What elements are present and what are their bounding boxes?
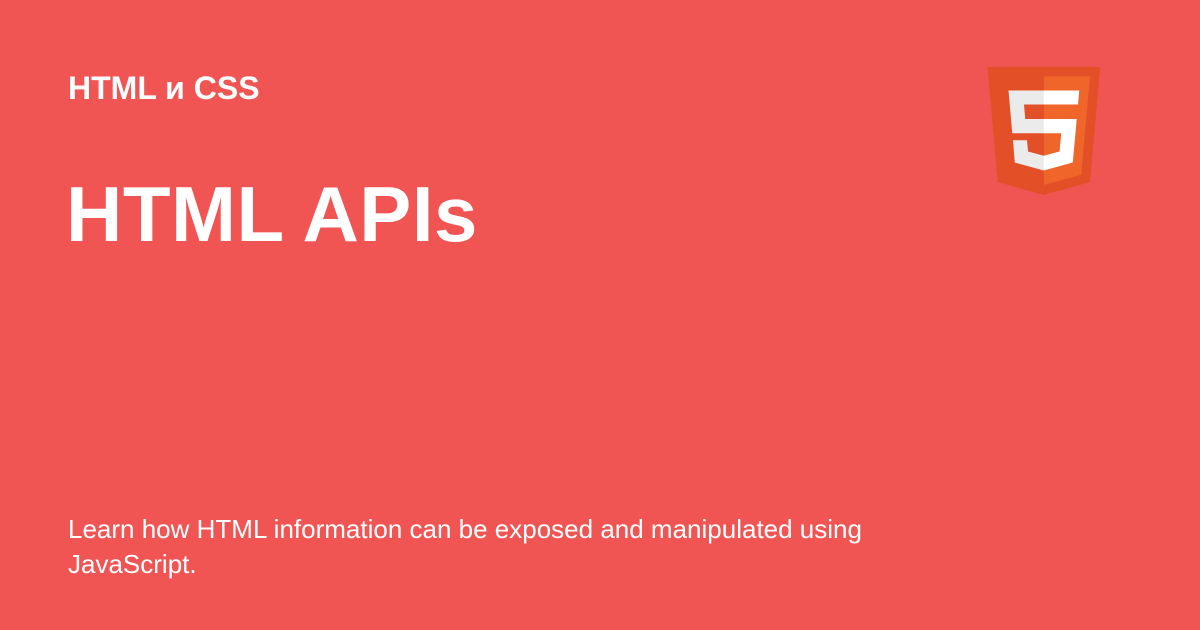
html5-logo-icon <box>980 58 1108 204</box>
html5-numeral-left <box>1008 90 1044 171</box>
html5-numeral-right <box>1043 90 1080 171</box>
page-title: HTML APIs <box>66 170 478 258</box>
page-description: Learn how HTML information can be expose… <box>68 514 862 579</box>
course-label: HTML и CSS <box>68 70 260 106</box>
